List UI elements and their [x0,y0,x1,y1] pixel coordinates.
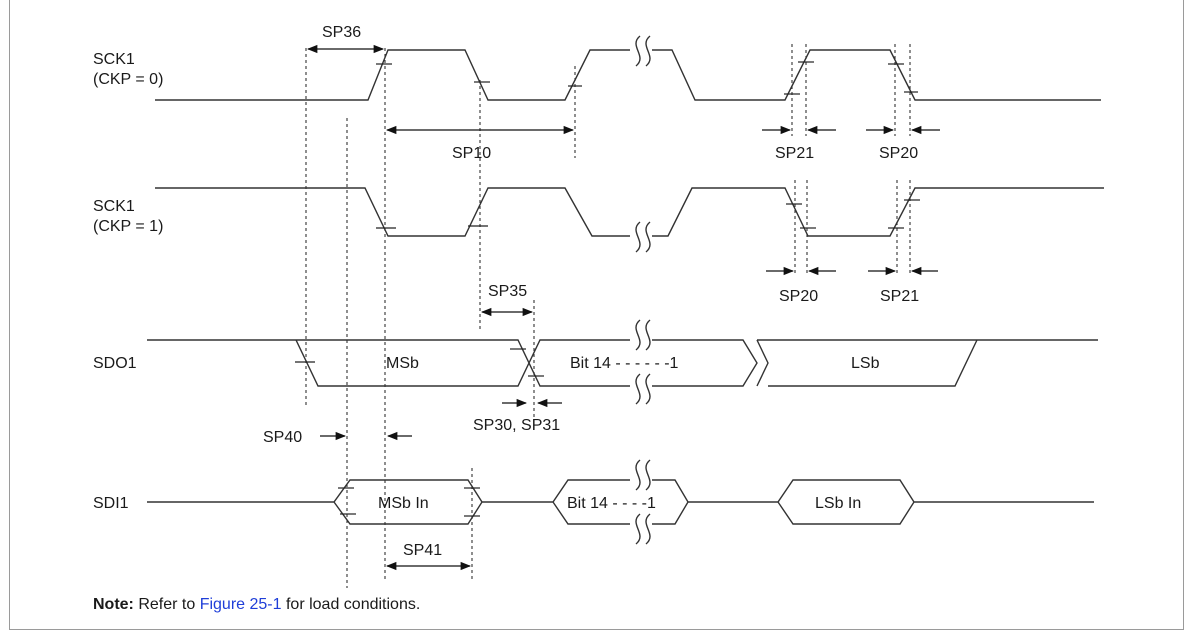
break-sdo-top [635,319,651,351]
break-sck0 [635,35,651,67]
sdo-cell-lsb: LSb [851,355,880,372]
signal-name-sdi1: SDI1 [93,495,129,512]
signal-name-sdo1: SDO1 [93,355,137,372]
edge-ticks-sck1 [376,199,920,229]
waveform-sck1-ckp0 [155,49,1101,101]
label-sp35: SP35 [488,283,527,300]
label-sp41: SP41 [403,542,442,559]
label-sp30-sp31: SP30, SP31 [473,417,560,434]
label-sp10: SP10 [452,145,491,162]
sdi-cell-lsb-in: LSb In [815,495,861,512]
label-sp20-top: SP20 [879,145,918,162]
figure-25-1-link[interactable]: Figure 25-1 [199,596,282,613]
edge-ticks-sck0 [376,61,918,95]
note-text-before: Refer to [133,596,200,613]
figure-frame [9,0,1184,630]
note-prefix: Note: [93,596,134,613]
break-sdi-bot [635,513,651,545]
break-sdi-top [635,459,651,491]
waveform-sdi1 [147,479,1094,525]
timing-arrows [306,44,940,571]
waveform-sck1-ckp1 [155,187,1104,237]
signal-name-sck1-ckp0: SCK1 [93,51,135,68]
label-sp20-mid: SP20 [779,288,818,305]
sdi-cell-bit14: Bit 14 - - - -1 [567,495,656,512]
edge-ticks-sdi1 [338,487,480,517]
label-sp40: SP40 [263,429,302,446]
signal-cond-ckp1: (CKP = 1) [93,218,163,235]
sdo-cell-bit14: Bit 14 - - - - - -1 [570,355,679,372]
waveform-sdo1 [147,339,1098,387]
sdi-cell-msb-in: MSb In [378,495,429,512]
sdo-cell-msb: MSb [386,355,419,372]
break-sck1 [635,221,651,253]
label-sp36: SP36 [322,24,361,41]
note-text: Note: Refer to Figure 25-1 for load cond… [93,596,420,614]
signal-name-sck1-ckp1: SCK1 [93,198,135,215]
label-sp21-mid: SP21 [880,288,919,305]
note-text-after: for load conditions. [281,596,421,613]
edge-ticks-sdo1 [295,348,544,377]
break-sdo-bot [635,373,651,405]
label-sp21-top: SP21 [775,145,814,162]
signal-cond-ckp0: (CKP = 0) [93,71,163,88]
